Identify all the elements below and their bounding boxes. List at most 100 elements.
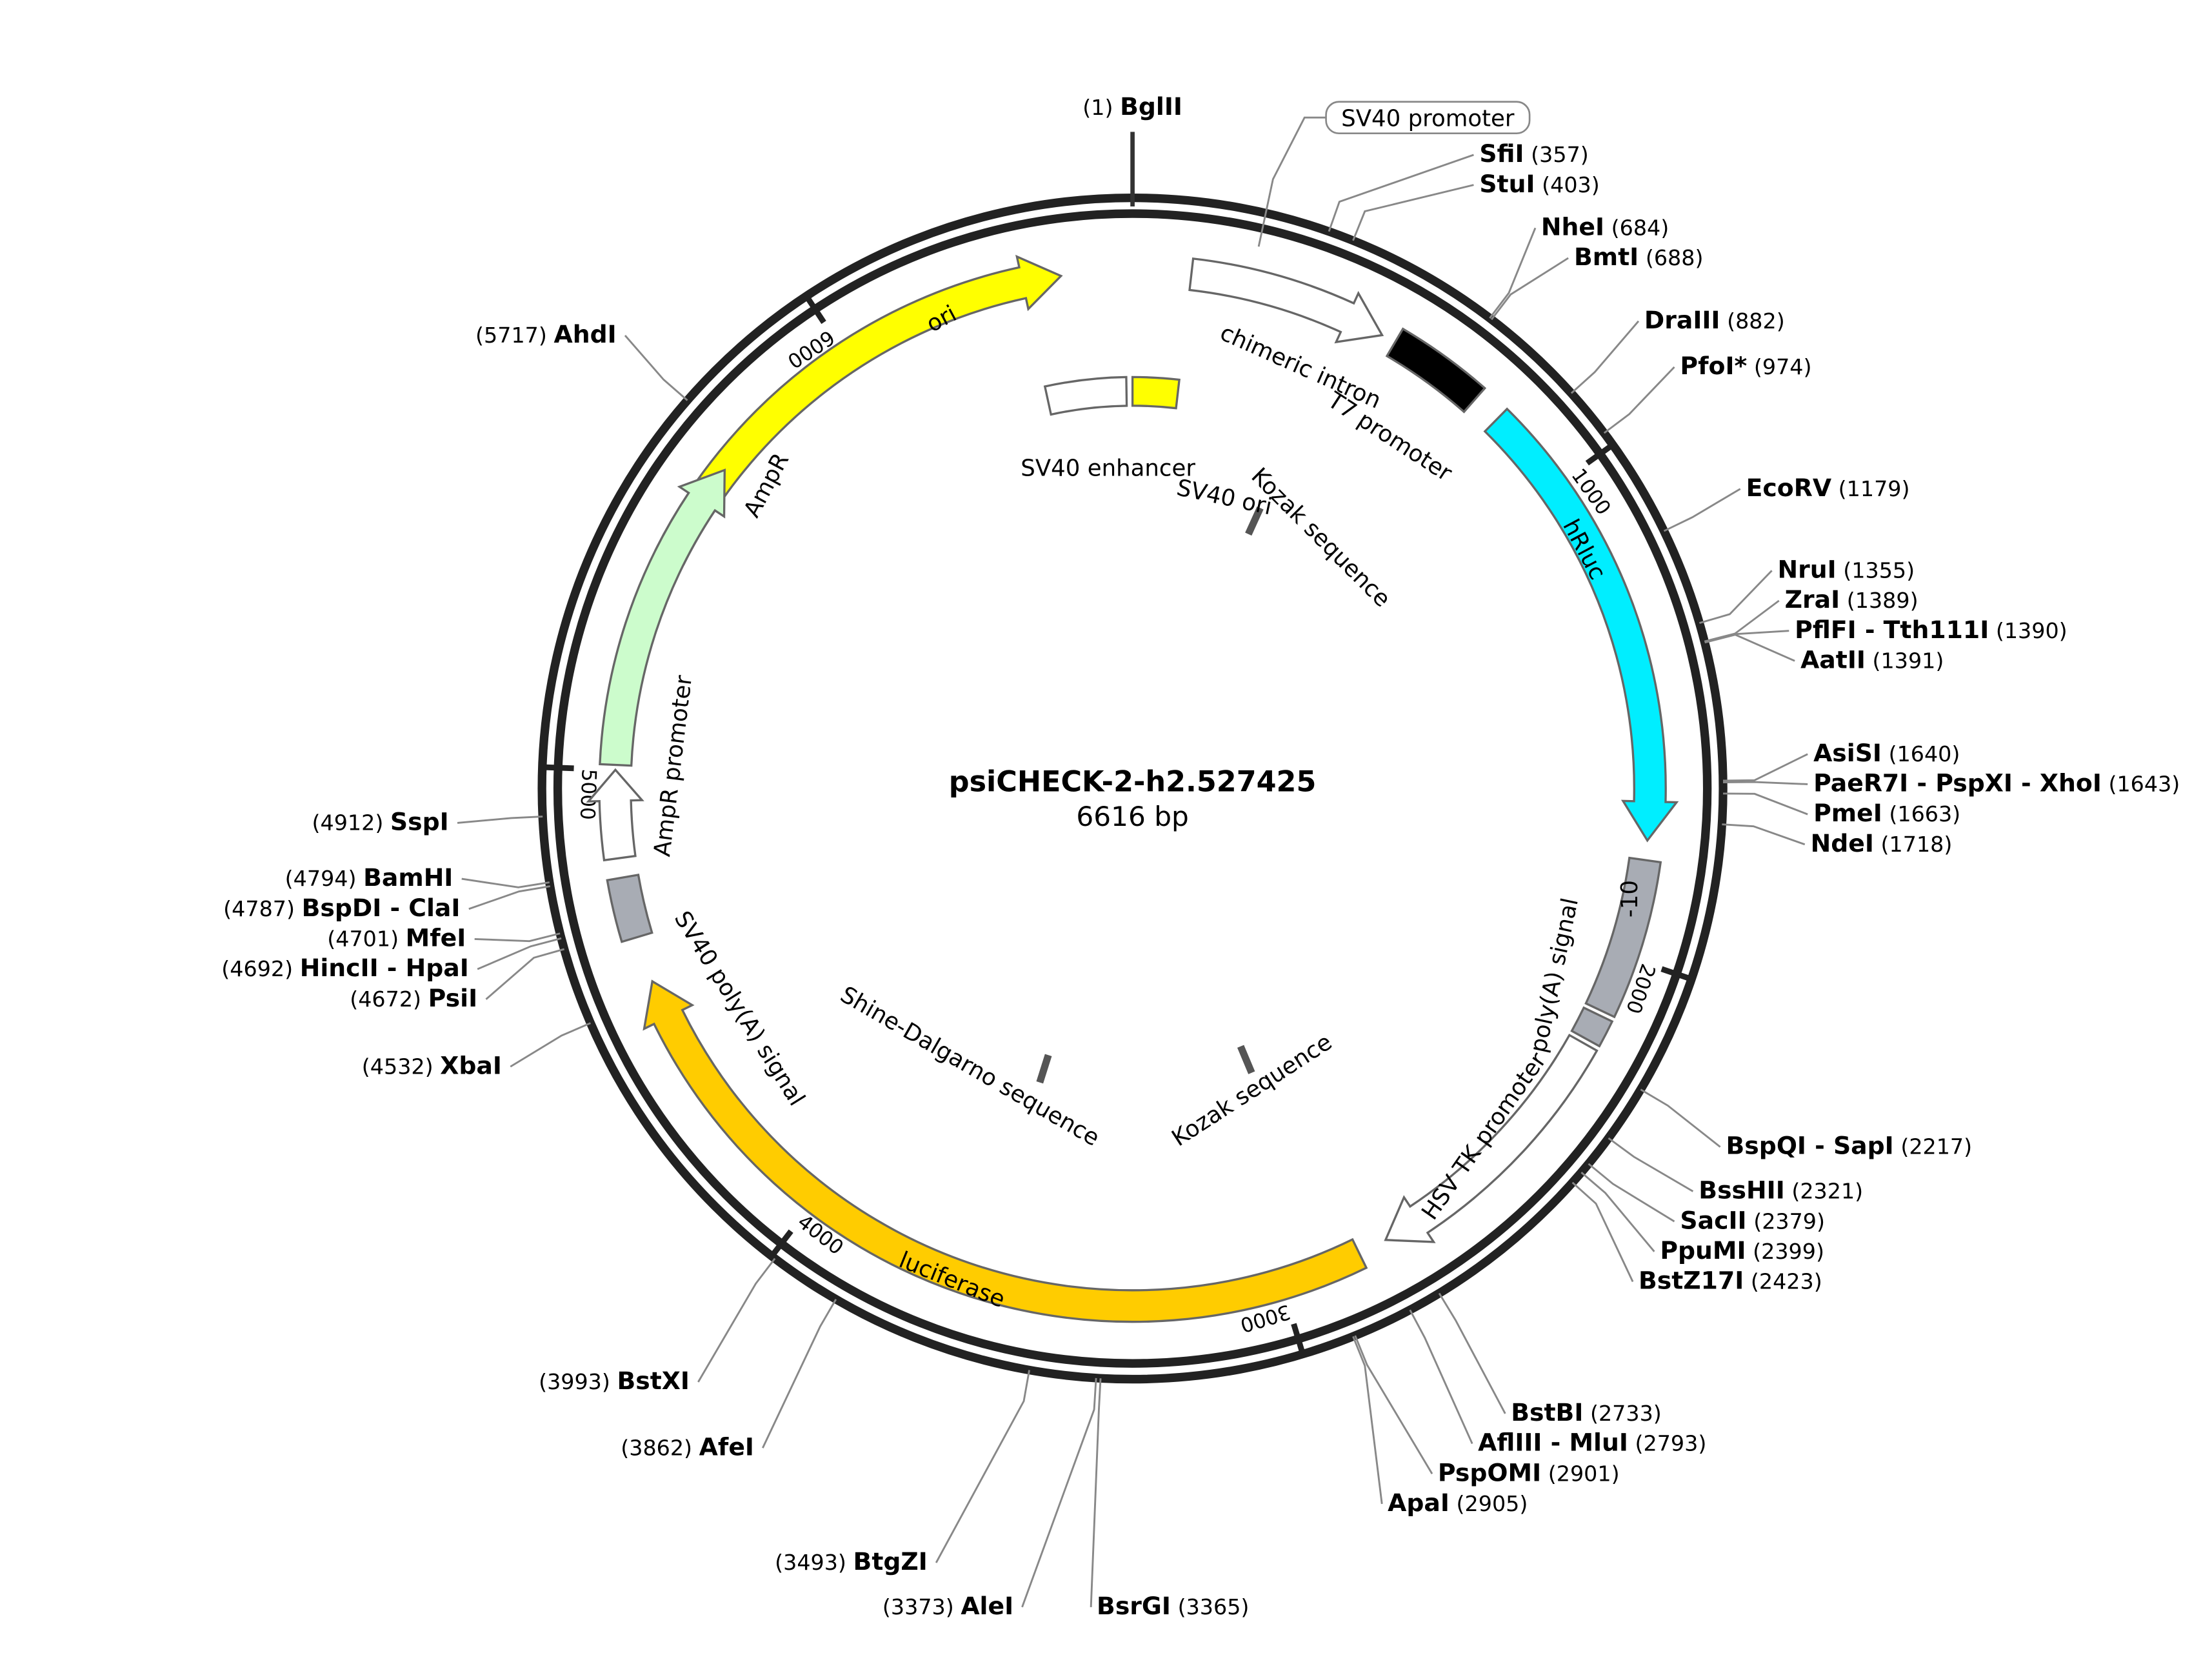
site-leader: [474, 932, 561, 943]
site-leader: [510, 1022, 591, 1068]
site-leader: [485, 948, 565, 1000]
site-bspqi-sapi[interactable]: BspQI - SapI (2217): [1640, 1088, 1972, 1160]
site-leader: [1571, 1181, 1634, 1283]
plasmid-name: psiCHECK-2-h2.527425: [949, 766, 1317, 799]
site-ecorv[interactable]: EcoRV (1179): [1663, 474, 1910, 532]
site-position: (4672): [350, 987, 428, 1012]
tick-6000: [805, 297, 826, 325]
site-position: (4701): [327, 927, 405, 952]
site-name: SfiI: [1479, 139, 1524, 168]
site-leader: [624, 335, 688, 401]
site-xbai[interactable]: (4532) XbaI: [362, 1022, 591, 1080]
site-name: AflIII - MluI: [1478, 1428, 1628, 1457]
site-name: PaeR7I - PspXI - XhoI: [1813, 769, 2102, 797]
site-pmei[interactable]: PmeI (1663): [1723, 792, 1960, 827]
site-afliii-mlui[interactable]: AflIII - MluI (2793): [1409, 1309, 1707, 1457]
site-position: (2905): [1450, 1491, 1528, 1516]
site-position: (3373): [882, 1594, 961, 1619]
tick-5000: [545, 764, 574, 772]
site-name: SacII: [1680, 1206, 1746, 1234]
site-nhei[interactable]: NheI (684): [1489, 212, 1669, 319]
site-bstz17i[interactable]: BstZ17I (2423): [1571, 1181, 1822, 1295]
site-name: EcoRV: [1746, 474, 1832, 502]
site-position: (1390): [1989, 618, 2067, 643]
site-bstbi[interactable]: BstBI (2733): [1438, 1292, 1662, 1427]
site-btgzi[interactable]: (3493) BtgZI: [775, 1370, 1031, 1576]
site-position: (5717): [475, 323, 553, 348]
site-name: PmeI: [1813, 799, 1882, 827]
site-label: PaeR7I - PspXI - XhoI (1643): [1813, 769, 2180, 797]
feature-sv40-polya-signal: [606, 873, 653, 943]
site-position: (2321): [1785, 1179, 1863, 1204]
site-label: (3493) BtgZI: [775, 1547, 928, 1576]
site-pflfi-tth111i[interactable]: PflFI - Tth111I (1390): [1704, 616, 2068, 644]
site-zrai[interactable]: ZraI (1389): [1704, 585, 1918, 643]
site-stui[interactable]: StuI (403): [1352, 170, 1600, 241]
site-apai[interactable]: ApaI (2905): [1352, 1336, 1528, 1517]
site-ppumi[interactable]: PpuMI (2399): [1580, 1172, 1824, 1265]
site-label: EcoRV (1179): [1746, 474, 1910, 502]
site-name: MfeI: [406, 924, 466, 952]
site-position: (3493): [775, 1550, 853, 1575]
site-hincii-hpai[interactable]: (4692) HincII - HpaI: [221, 937, 562, 982]
site-ahdi[interactable]: (5717) AhdI: [475, 320, 688, 401]
site-name: ApaI: [1388, 1488, 1450, 1517]
site-paer7i-pspxi-xhoi[interactable]: PaeR7I - PspXI - XhoI (1643): [1723, 769, 2180, 797]
feature-sv40-promoter: [1188, 257, 1384, 344]
feature-polya-signal: [1570, 1006, 1614, 1048]
site-bsshii[interactable]: BssHII (2321): [1608, 1137, 1863, 1205]
site-label: (4794) BamHI: [285, 863, 453, 892]
site-position: (684): [1604, 215, 1669, 240]
site-pspomi[interactable]: PspOMI (2901): [1354, 1335, 1620, 1487]
site-leader: [1603, 366, 1675, 434]
site-bmti[interactable]: BmtI (688): [1490, 243, 1703, 321]
site-sacii[interactable]: SacII (2379): [1588, 1163, 1826, 1234]
site-label: PflFI - Tth111I (1390): [1795, 616, 2068, 644]
site-alei[interactable]: (3373) AleI: [882, 1378, 1097, 1620]
site-label: BstBI (2733): [1511, 1398, 1662, 1427]
site-position: (1718): [1874, 832, 1952, 857]
site-name: PsiI: [428, 984, 478, 1012]
site-position: (2793): [1628, 1431, 1706, 1456]
site-leader: [1699, 570, 1773, 625]
site-position: (1179): [1831, 476, 1909, 501]
site-position: (1391): [1866, 648, 1944, 673]
site-bamhi[interactable]: (4794) BamHI: [285, 863, 550, 892]
site-asisi[interactable]: AsiSI (1640): [1722, 739, 1960, 782]
site-label: SfiI (357): [1479, 139, 1588, 168]
features: [586, 254, 1679, 1323]
site-leader: [1723, 781, 1808, 785]
site-nrui[interactable]: NruI (1355): [1699, 555, 1915, 625]
shine-dalgarno-label: Shine-Dalgarno sequence: [836, 981, 1104, 1152]
site-bsrgi[interactable]: BsrGI (3365): [1090, 1378, 1249, 1620]
site-bstxi[interactable]: (3993) BstXI: [539, 1257, 776, 1396]
site-pfoi-[interactable]: PfoI* (974): [1603, 352, 1812, 434]
site-mfei[interactable]: (4701) MfeI: [327, 924, 561, 952]
site-name: BstZ17I: [1639, 1267, 1744, 1295]
site-psii[interactable]: (4672) PsiI: [350, 948, 565, 1012]
site-leader: [1354, 1335, 1433, 1474]
site-name: ZraI: [1785, 585, 1840, 614]
backbone-inner-ring: [553, 209, 1712, 1368]
site-afei[interactable]: (3862) AfeI: [621, 1299, 837, 1461]
site-leader: [935, 1370, 1031, 1563]
site-label: (3862) AfeI: [621, 1432, 754, 1461]
site-name: BtgZI: [853, 1547, 928, 1576]
site-bspdi-clai[interactable]: (4787) BspDI - ClaI: [223, 885, 550, 922]
site-bglii[interactable]: (1) BglII: [1082, 92, 1182, 206]
site-leader: [1328, 154, 1474, 232]
site-label: (4912) SspI: [312, 808, 449, 836]
site-position: (882): [1720, 308, 1784, 334]
feature-ampr: [599, 468, 726, 767]
site-name: NheI: [1541, 212, 1604, 241]
site-leader: [1722, 823, 1806, 846]
site-aatii[interactable]: AatII (1391): [1704, 634, 1944, 674]
site-sspi[interactable]: (4912) SspI: [312, 808, 543, 836]
site-label: (5717) AhdI: [475, 320, 617, 348]
site-draiii[interactable]: DraIII (882): [1570, 306, 1785, 394]
site-position: (403): [1535, 172, 1600, 197]
site-sfii[interactable]: SfiI (357): [1328, 139, 1589, 232]
site-leader: [1352, 1336, 1383, 1505]
site-ndei[interactable]: NdeI (1718): [1722, 823, 1952, 857]
